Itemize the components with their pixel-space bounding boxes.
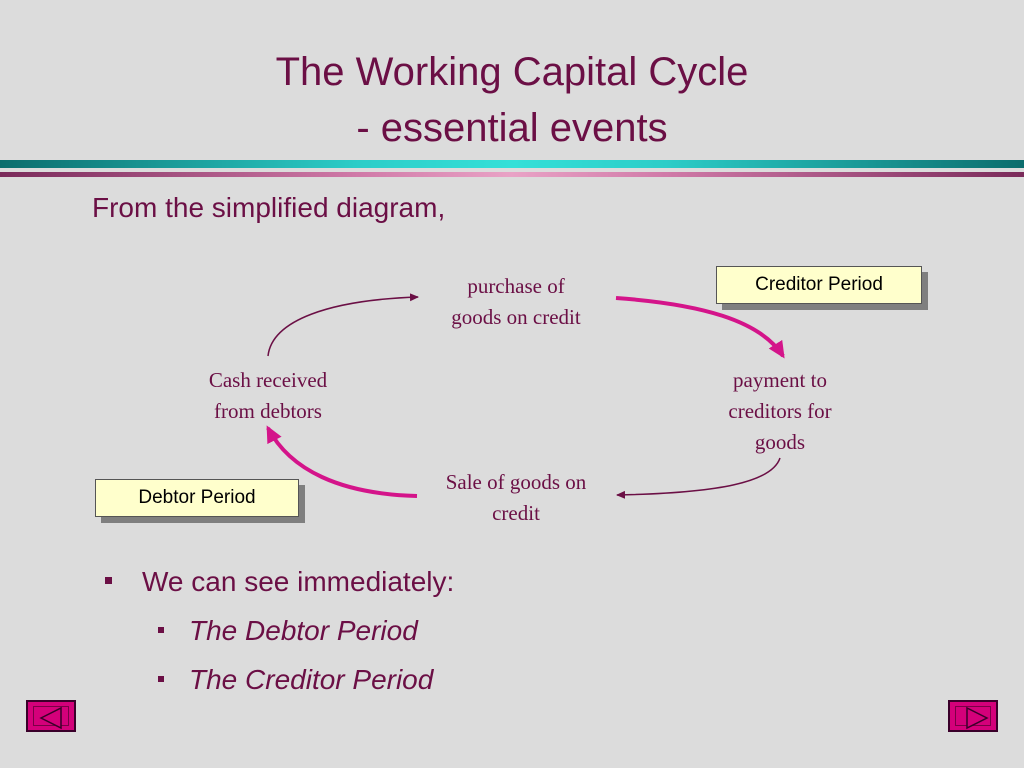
node-cash: Cash received from debtors [208,368,328,423]
triangle-left-icon [39,706,62,730]
divider-pink [0,172,1024,177]
arrow-purchase-to-payment [615,296,785,359]
bullet-square-icon [105,577,112,585]
callout-creditor-period: Creditor Period [716,266,922,304]
node-sale: Sale of goods on credit [445,470,587,525]
bullet-main-text: We can see immediately: [142,566,455,597]
arrow-cash-to-purchase [267,293,419,357]
intro-text: From the simplified diagram, [92,192,446,223]
title-line-2: - essential events [356,106,668,150]
triangle-right-icon [966,706,989,730]
title-line-1: The Working Capital Cycle [275,50,749,94]
node-purchase: purchase of goods on credit [451,274,581,329]
slide-title: The Working Capital Cycle - essential ev… [0,44,1024,156]
bullet-square-icon [158,626,164,633]
divider-teal [0,160,1024,168]
node-payment: payment to creditors for goods [728,368,832,454]
arrow-payment-to-sale [616,457,781,499]
bullet-square-icon [158,675,164,682]
callout-debtor-period: Debtor Period [95,479,299,517]
bullet-sub-2: The Creditor Period [158,660,433,700]
prev-slide-button[interactable] [26,700,76,732]
bullet-sub-1: The Debtor Period [158,611,418,651]
bullet-main: We can see immediately: [105,562,454,602]
bullet-sub-2-text: The Creditor Period [189,664,434,695]
bullet-sub-1-text: The Debtor Period [189,615,418,646]
next-slide-button[interactable] [948,700,998,732]
